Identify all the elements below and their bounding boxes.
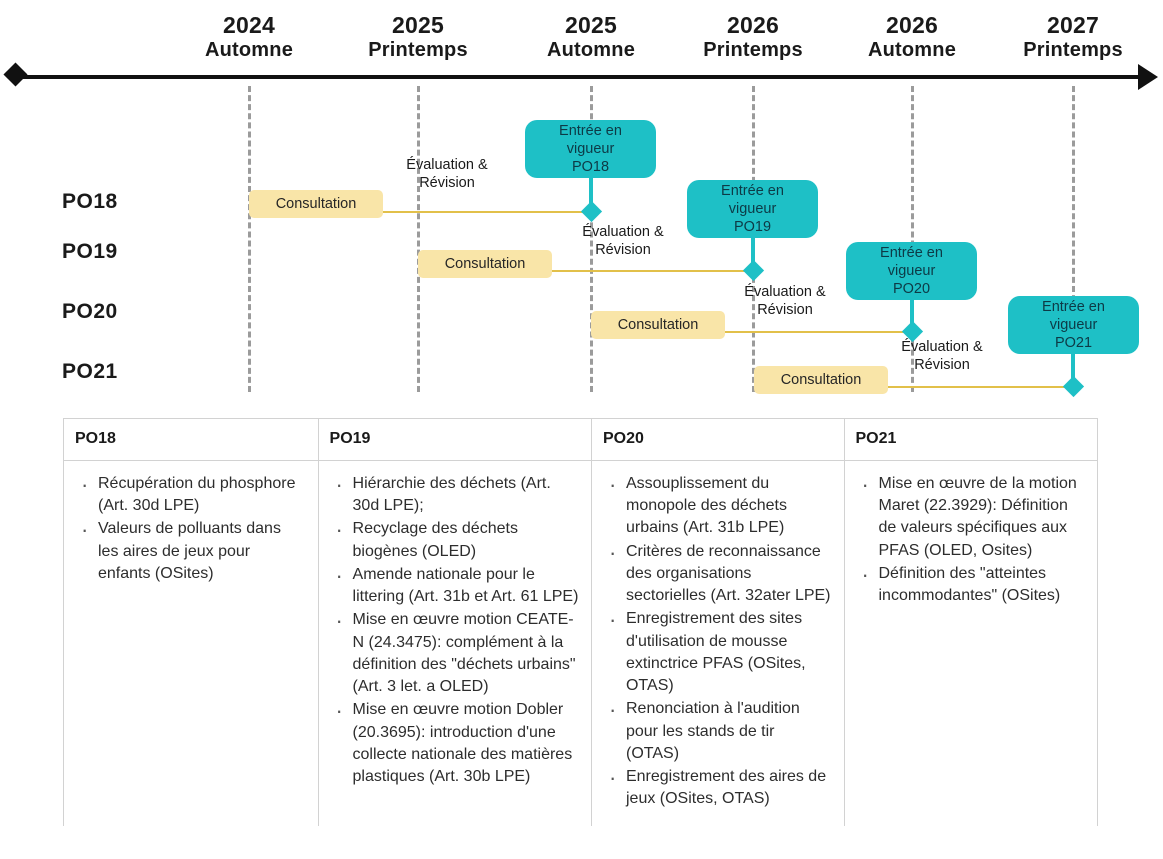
eval-line-2: Révision <box>419 174 475 191</box>
stem-po21 <box>1071 352 1075 387</box>
table-body-row: Récupération du phosphore (Art. 30d LPE)… <box>64 461 1097 826</box>
entry-in-force-box-po19[interactable]: Entrée en vigueur PO19 <box>687 180 818 238</box>
gridline-2025-printemps <box>417 86 420 392</box>
milestone-diamond-po21 <box>1062 375 1085 398</box>
eval-line-2: Révision <box>757 301 813 318</box>
eval-line-1: Évaluation & <box>582 224 664 240</box>
axis-tick-season: Printemps <box>368 39 468 62</box>
axis-tick-3: 2026 Printemps <box>673 12 833 63</box>
eval-revision-label-po20-right: Évaluation & Révision <box>877 339 1007 374</box>
item-list-po20: Assouplissement du monopole des déchets … <box>600 471 836 811</box>
table-header-row: PO18 PO19 PO20 PO21 <box>64 419 1097 461</box>
eval-line-1: Évaluation & <box>901 339 983 355</box>
item-list-po19: Hiérarchie des déchets (Art. 30d LPE);Re… <box>327 471 583 788</box>
entry-box-line-2: PO18 <box>571 159 610 176</box>
axis-tick-year: 2027 <box>1047 12 1099 38</box>
axis-tick-season: Automne <box>546 39 636 62</box>
axis-tick-year: 2025 <box>565 12 617 38</box>
connector-line-po21 <box>835 386 1074 388</box>
table-header-po21: PO21 <box>855 430 897 447</box>
stem-po18 <box>589 175 593 211</box>
axis-start-marker-icon <box>3 62 28 87</box>
list-item: Critères de reconnaissance des organisat… <box>609 539 832 608</box>
consultation-bar-po21[interactable]: Consultation <box>754 366 888 394</box>
entry-box-line-1: Entrée en vigueur <box>880 244 943 279</box>
consultation-bar-po18[interactable]: Consultation <box>249 190 383 218</box>
table-header-po20: PO20 <box>592 419 845 460</box>
entry-box-line-1: Entrée en vigueur <box>559 122 622 157</box>
axis-tick-5: 2027 Printemps <box>993 12 1153 63</box>
list-item: Mise en œuvre motion CEATE-N (24.3475): … <box>335 607 579 698</box>
axis-tick-year: 2026 <box>727 12 779 38</box>
row-label-po19: PO19 <box>62 240 118 263</box>
entry-in-force-box-po20[interactable]: Entrée en vigueur PO20 <box>846 242 977 300</box>
list-item: Mise en œuvre motion Dobler (20.3695): i… <box>335 697 579 788</box>
table-cell-po19: Hiérarchie des déchets (Art. 30d LPE);Re… <box>319 461 592 826</box>
table-header-po19: PO19 <box>319 419 592 460</box>
connector-line-po18 <box>330 211 592 213</box>
eval-line-2: Révision <box>595 241 651 258</box>
list-item: Recyclage des déchets biogènes (OLED) <box>335 516 579 562</box>
entry-box-line-1: Entrée en vigueur <box>721 182 784 217</box>
axis-tick-season: Automne <box>867 39 957 62</box>
table-cell-po18: Récupération du phosphore (Art. 30d LPE)… <box>64 461 319 826</box>
axis-tick-season: Printemps <box>1023 39 1123 62</box>
axis-tick-year: 2025 <box>392 12 444 38</box>
consultation-bar-po19[interactable]: Consultation <box>418 250 552 278</box>
list-item: Valeurs de polluants dans les aires de j… <box>81 516 306 585</box>
connector-line-po19 <box>500 270 754 272</box>
gridline-2025-automne <box>590 86 593 392</box>
axis-tick-2: 2025 Automne <box>511 12 671 63</box>
list-item: Hiérarchie des déchets (Art. 30d LPE); <box>335 471 579 517</box>
entry-in-force-box-po21[interactable]: Entrée en vigueur PO21 <box>1008 296 1139 354</box>
eval-revision-label-po19-right: Évaluation & Révision <box>720 284 850 319</box>
list-item: Récupération du phosphore (Art. 30d LPE) <box>81 471 306 517</box>
entry-box-line-2: PO19 <box>733 219 772 236</box>
list-item: Renonciation à l'audition pour les stand… <box>609 696 832 765</box>
gridline-2024-automne <box>248 86 251 392</box>
list-item: Enregistrement des aires de jeux (OSites… <box>609 764 832 810</box>
stem-po20 <box>910 297 914 332</box>
axis-tick-4: 2026 Automne <box>832 12 992 63</box>
milestone-diamond-po18 <box>580 200 603 223</box>
eval-line-1: Évaluation & <box>744 284 826 300</box>
axis-tick-0: 2024 Automne <box>169 12 329 63</box>
entry-box-line-2: PO20 <box>892 281 931 298</box>
milestone-diamond-po19 <box>742 259 765 282</box>
axis-arrow-icon <box>1138 64 1158 90</box>
table-cell-po20: Assouplissement du monopole des déchets … <box>592 461 845 826</box>
axis-tick-year: 2024 <box>223 12 275 38</box>
axis-tick-year: 2026 <box>886 12 938 38</box>
item-list-po18: Récupération du phosphore (Art. 30d LPE)… <box>72 471 310 585</box>
entry-box-line-2: PO21 <box>1054 335 1093 352</box>
deliverables-table: PO18 PO19 PO20 PO21 Récupération du phos… <box>63 418 1098 826</box>
entry-in-force-box-po18[interactable]: Entrée en vigueur PO18 <box>525 120 656 178</box>
eval-revision-label-po18-left: Évaluation & Révision <box>382 157 512 192</box>
gridline-2027-printemps <box>1072 86 1075 392</box>
table-header-po18: PO18 <box>64 419 319 460</box>
eval-line-1: Évaluation & <box>406 157 488 173</box>
row-label-po21: PO21 <box>62 360 118 383</box>
axis-tick-season: Printemps <box>703 39 803 62</box>
row-label-po20: PO20 <box>62 300 118 323</box>
entry-box-line-1: Entrée en vigueur <box>1042 298 1105 333</box>
list-item: Assouplissement du monopole des déchets … <box>609 471 832 540</box>
table-cell-po21: Mise en œuvre de la motion Maret (22.392… <box>845 461 1098 826</box>
timeline-axis <box>14 75 1155 79</box>
eval-revision-label-po18-right: Évaluation & Révision <box>558 224 688 259</box>
eval-line-2: Révision <box>914 356 970 373</box>
stem-po19 <box>751 235 755 271</box>
list-item: Amende nationale pour le littering (Art.… <box>335 562 579 608</box>
axis-tick-season: Automne <box>204 39 294 62</box>
axis-tick-1: 2025 Printemps <box>338 12 498 63</box>
connector-line-po20 <box>672 331 913 333</box>
list-item: Définition des "atteintes incommodantes"… <box>862 561 1086 607</box>
list-item: Mise en œuvre de la motion Maret (22.392… <box>862 471 1086 562</box>
gridline-2026-automne <box>911 86 914 392</box>
row-label-po18: PO18 <box>62 190 118 213</box>
consultation-bar-po20[interactable]: Consultation <box>591 311 725 339</box>
list-item: Enregistrement des sites d'utilisation d… <box>609 606 832 697</box>
item-list-po21: Mise en œuvre de la motion Maret (22.392… <box>853 471 1090 607</box>
